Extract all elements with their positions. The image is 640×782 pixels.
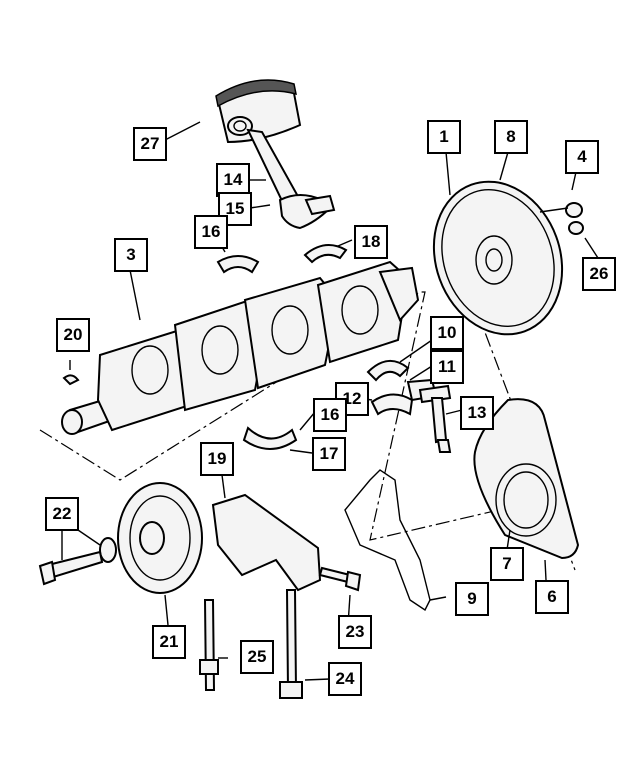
callout-25: 25 [240,640,274,674]
callout-1: 1 [427,120,461,154]
callout-14: 14 [216,163,250,197]
flexplate [432,180,564,336]
callout-22: 22 [45,497,79,531]
callout-16-lower: 16 [313,398,347,432]
callout-7: 7 [490,547,524,581]
callout-16-upper: 16 [194,215,228,249]
callout-18: 18 [354,225,388,259]
piston-and-connecting-rod [215,79,336,230]
callout-20: 20 [56,318,90,352]
connecting-rod-bearings [216,244,348,274]
rear-main-seal-retainer [473,398,580,560]
callout-23: 23 [338,615,372,649]
crankshaft-position-sensor [418,384,452,453]
main-bearings [242,360,438,450]
callout-21: 21 [152,625,186,659]
main-bearing-cap [211,493,322,592]
callout-19: 19 [200,442,234,476]
callout-15: 15 [218,192,252,226]
callout-4: 4 [565,140,599,174]
callout-11: 11 [430,350,464,384]
callout-9: 9 [455,582,489,616]
rear-cover-gasket [344,469,431,612]
callout-6: 6 [535,580,569,614]
leader-lines [61,121,599,681]
callout-27: 27 [133,127,167,161]
callout-10: 10 [430,316,464,350]
callout-24: 24 [328,662,362,696]
callout-13: 13 [460,396,494,430]
flexplate-bolts [539,202,584,235]
main-bearing-studs [199,589,303,699]
callout-26: 26 [582,257,616,291]
crankshaft [61,260,420,435]
woodruff-key [62,374,80,386]
vibration-damper [38,482,203,594]
cap-side-bolt [318,566,362,592]
callout-8: 8 [494,120,528,154]
callout-3: 3 [114,238,148,272]
callout-17: 17 [312,437,346,471]
